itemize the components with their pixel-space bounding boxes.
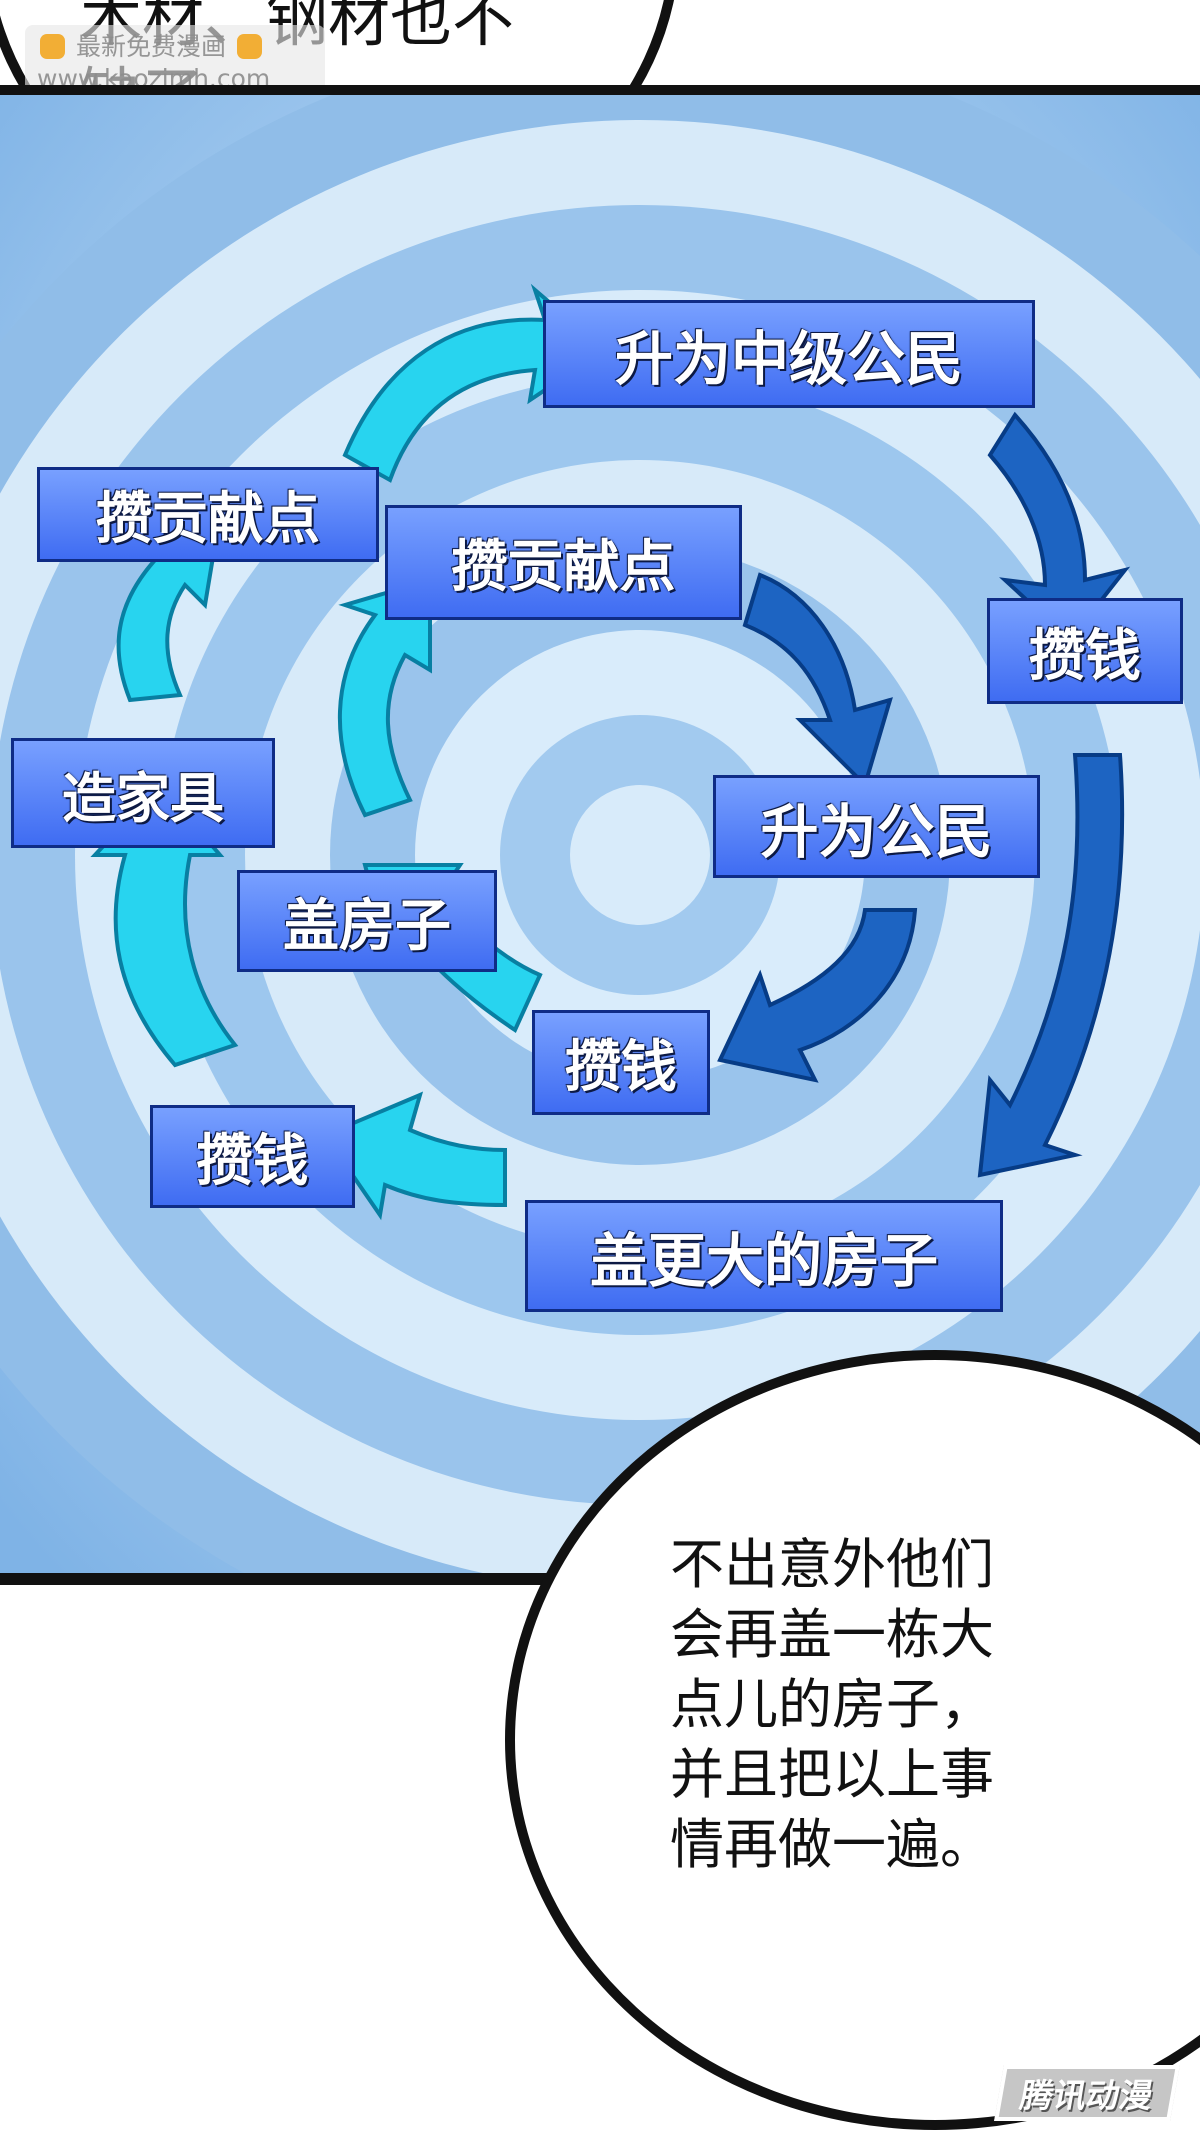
- publisher-logo: 腾讯动漫: [994, 2065, 1180, 2121]
- flow-box-house: 盖房子: [237, 870, 497, 972]
- flow-box-contribution-outer: 攒贡献点: [37, 467, 379, 562]
- hand-icon-right: [236, 34, 262, 59]
- flow-box-contribution-inner: 攒贡献点: [385, 505, 742, 620]
- flow-panel: 升为中级公民 攒贡献点 攒贡献点 攒钱 造家具 升为公民 盖房子 攒钱 攒钱 盖…: [0, 85, 1200, 1585]
- arrow-money-down: [977, 753, 1125, 1178]
- arrow-contribution-to-citizen: [742, 572, 893, 789]
- dark-blue-flow-arrows: [717, 411, 1131, 1178]
- flow-box-citizen: 升为公民: [713, 775, 1040, 878]
- arrow-citizen-to-money: [717, 908, 918, 1083]
- flow-box-furniture: 造家具: [11, 738, 275, 848]
- flow-box-money-bottom-left: 攒钱: [150, 1105, 355, 1208]
- flow-box-money-center: 攒钱: [532, 1010, 710, 1115]
- hand-icon-left: [40, 34, 65, 59]
- flow-box-upgrade-middle: 升为中级公民: [543, 300, 1035, 408]
- flow-box-bigger-house: 盖更大的房子: [525, 1200, 1003, 1312]
- flow-box-money-top-right: 攒钱: [987, 598, 1183, 704]
- bottom-speech-text: 不出意外他们 会再盖一栋大 点儿的房子， 并且把以上事 情再做一遍。: [670, 1533, 994, 1876]
- watermark-line1: 最新免费漫画: [75, 32, 226, 61]
